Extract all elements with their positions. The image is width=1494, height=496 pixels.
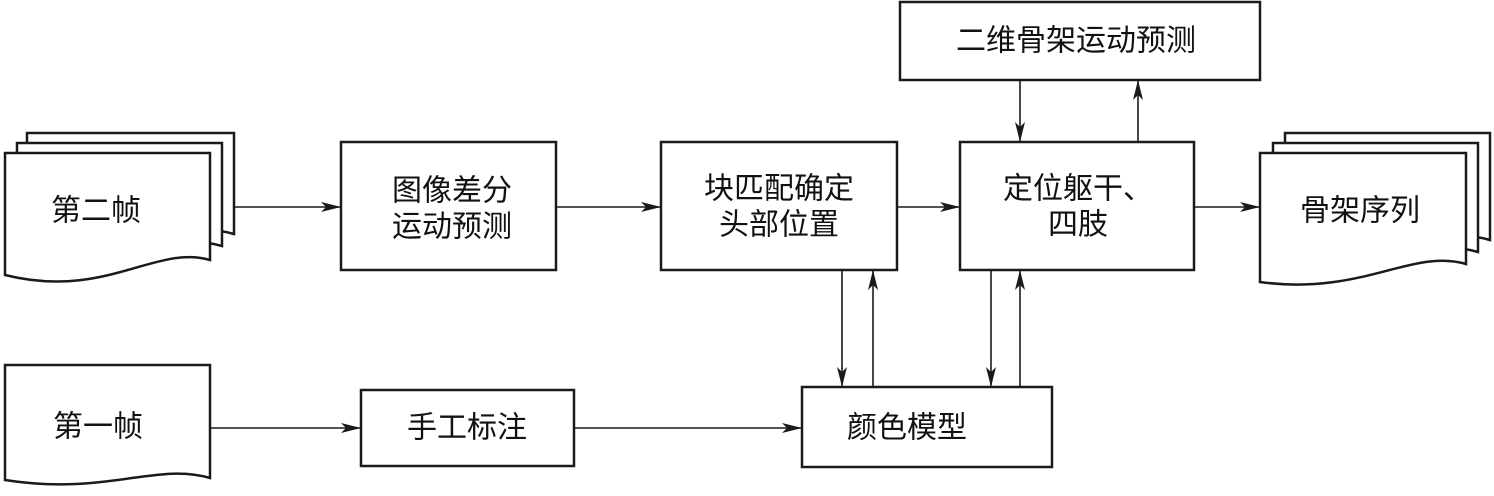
node-skeleton-sequence[interactable]: 骨架序列 — [1258, 131, 1492, 286]
skeleton-seq-label: 骨架序列 — [1300, 194, 1420, 229]
skeleton-seq-doc-front — [1258, 151, 1468, 286]
locate-torso-box — [958, 140, 1196, 272]
edges — [210, 80, 1260, 433]
node-manual-annotation[interactable]: 手工标注 — [359, 388, 576, 468]
skeleton-2d-label: 二维骨架运动预测 — [956, 24, 1196, 59]
node-skeleton-2d[interactable]: 二维骨架运动预测 — [898, 0, 1262, 82]
locate-torso-label-line2: 四肢 — [1048, 208, 1108, 243]
node-image-diff[interactable]: 图像差分 运动预测 — [339, 140, 558, 272]
block-match-label-line2: 头部位置 — [719, 208, 839, 243]
image-diff-label-line2: 运动预测 — [392, 210, 512, 245]
image-diff-box — [339, 140, 558, 272]
node-frame1[interactable]: 第一帧 — [3, 363, 212, 486]
node-frame2[interactable]: 第二帧 — [3, 131, 236, 283]
manual-annotation-box — [359, 388, 576, 468]
block-match-box — [659, 140, 899, 272]
manual-annotation-label: 手工标注 — [407, 411, 527, 446]
locate-torso-label-line1: 定位躯干、 — [1003, 172, 1153, 207]
color-model-label: 颜色模型 — [847, 411, 967, 446]
frame2-doc-front — [3, 151, 212, 283]
color-model-box — [800, 385, 1054, 469]
node-locate-torso[interactable]: 定位躯干、 四肢 — [958, 140, 1196, 272]
skeleton-2d-box — [898, 0, 1262, 82]
frame2-label: 第二帧 — [51, 194, 141, 229]
image-diff-label-line1: 图像差分 — [392, 174, 512, 209]
block-match-label-line1: 块匹配确定 — [704, 172, 854, 207]
frame1-label: 第一帧 — [53, 410, 143, 445]
node-color-model[interactable]: 颜色模型 — [800, 385, 1054, 469]
node-block-match[interactable]: 块匹配确定 头部位置 — [659, 140, 899, 272]
frame1-doc — [3, 363, 212, 486]
